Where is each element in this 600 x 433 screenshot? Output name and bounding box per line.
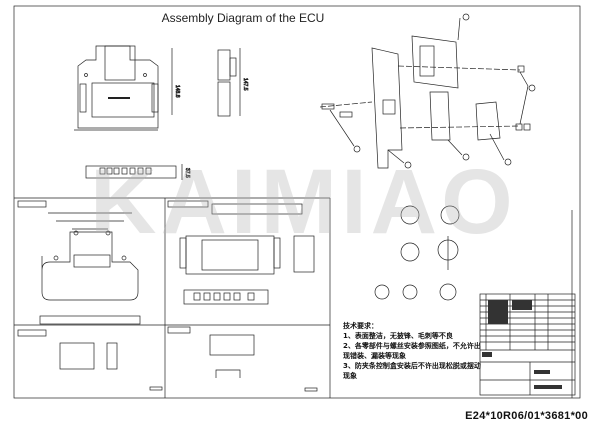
control-box-detail: [167, 200, 318, 392]
balloon-marker: [353, 145, 361, 153]
document-code: E24*10R06/01*3681*00: [465, 410, 588, 422]
tech-requirement-line: 3、防夹条控制盒安装后不许出现松脱或摆动: [343, 362, 481, 370]
title-block: [479, 293, 576, 396]
clip-detail: [17, 329, 163, 391]
bottom-view: 37.5: [85, 164, 190, 180]
side-height-dimension: 147.5: [242, 78, 248, 91]
front-view: 148.8: [74, 45, 180, 131]
tech-requirement-line: 1、表面整洁，无披锋、毛刺等不良: [343, 332, 453, 340]
front-height-dimension: 148.8: [174, 85, 180, 98]
tech-requirements-heading: 技术要求：: [343, 322, 378, 330]
exploded-view: [319, 13, 536, 169]
bottom-height-dimension: 37.5: [184, 168, 190, 178]
connector-details: [374, 205, 460, 301]
drawing-frame: [13, 5, 581, 399]
side-view: 147.5: [217, 48, 248, 117]
balloon-marker: [504, 158, 512, 166]
balloon-marker: [404, 161, 412, 169]
watermark-logo: KAIMIAO: [90, 151, 517, 253]
balloon-marker: [462, 13, 470, 21]
balloon-marker: [528, 84, 536, 92]
tech-requirement-line: 现错装、漏装等现象: [343, 352, 406, 360]
drawing-title: Assembly Diagram of the ECU: [161, 11, 325, 25]
tech-requirement-line: 现象: [343, 372, 357, 380]
tech-requirement-line: 2、各零部件与螺丝安装参照图纸，不允许出: [343, 342, 481, 350]
balloon-marker: [462, 153, 470, 161]
bracket-detail: [17, 200, 141, 325]
technical-requirements: 技术要求： 1、表面整洁，无披锋、毛刺等不良 2、各零部件与螺丝安装参照图纸，不…: [343, 321, 481, 381]
